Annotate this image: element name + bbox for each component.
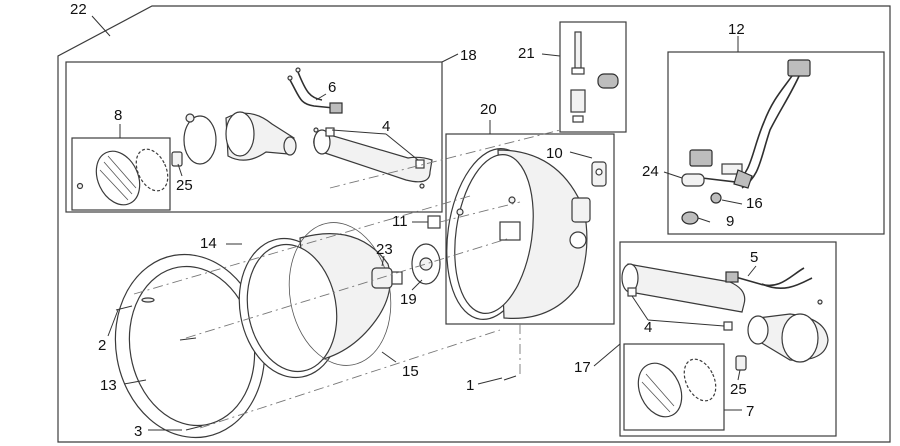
callout-1: 1 bbox=[466, 377, 474, 394]
callout-6: 6 bbox=[328, 79, 336, 96]
box-12 bbox=[667, 51, 885, 235]
chrome-ring-13 bbox=[114, 253, 266, 439]
leader-22 bbox=[91, 15, 111, 37]
leader-15 bbox=[381, 351, 397, 363]
callout-20: 20 bbox=[480, 101, 497, 118]
callout-5: 5 bbox=[750, 249, 758, 266]
callout-16: 16 bbox=[746, 195, 763, 212]
leader-17 bbox=[593, 343, 621, 367]
leader-19 bbox=[411, 279, 423, 291]
bulb-23 bbox=[371, 267, 403, 289]
assembly-frame-22 bbox=[57, 5, 891, 443]
leader-10 bbox=[569, 151, 593, 159]
callout-10: 10 bbox=[546, 145, 563, 162]
callout-25-left: 25 bbox=[176, 177, 193, 194]
leader-6 bbox=[315, 93, 327, 101]
callout-2: 2 bbox=[98, 337, 106, 354]
headlight-shell-20 bbox=[446, 148, 591, 320]
callout-4-left: 4 bbox=[382, 118, 390, 135]
callout-4-right: 4 bbox=[644, 319, 652, 336]
box-21 bbox=[559, 21, 627, 133]
callout-8: 8 bbox=[114, 107, 122, 124]
assembly-line bbox=[199, 329, 501, 429]
leader-9 bbox=[697, 217, 711, 223]
box-8 bbox=[71, 137, 171, 211]
turn-signal-housing-left bbox=[183, 111, 297, 165]
turn-signal-housing-right bbox=[747, 299, 829, 363]
lens-part-8 bbox=[76, 148, 169, 206]
wire-6 bbox=[287, 67, 343, 114]
stalk-right bbox=[621, 263, 746, 331]
leader-4a bbox=[331, 129, 387, 135]
callout-3: 3 bbox=[134, 423, 142, 440]
leader-25b bbox=[737, 369, 741, 381]
callout-18: 18 bbox=[460, 47, 477, 64]
leader-23 bbox=[381, 255, 385, 267]
harness-12 bbox=[681, 59, 811, 225]
socket-19 bbox=[411, 243, 441, 285]
leader-4a2 bbox=[385, 133, 419, 161]
callout-12: 12 bbox=[728, 21, 745, 38]
lens-part-7 bbox=[637, 355, 747, 418]
callout-7: 7 bbox=[746, 403, 754, 420]
nut-11 bbox=[427, 215, 441, 229]
assembly-line bbox=[439, 201, 521, 223]
leader-24 bbox=[663, 171, 683, 179]
callout-23: 23 bbox=[376, 241, 393, 258]
callout-21: 21 bbox=[518, 45, 535, 62]
screw-1 bbox=[503, 375, 517, 381]
leader-4b2 bbox=[647, 319, 725, 327]
assembly-line bbox=[185, 237, 511, 339]
assembly-line bbox=[133, 195, 471, 295]
leader-25a bbox=[177, 163, 183, 177]
callout-19: 19 bbox=[400, 291, 417, 308]
callout-25-right: 25 bbox=[730, 381, 747, 398]
callout-22: 22 bbox=[70, 1, 87, 18]
callout-9: 9 bbox=[726, 213, 734, 230]
reflector-14 bbox=[238, 232, 391, 379]
leader-13 bbox=[123, 379, 147, 385]
box-7 bbox=[623, 343, 725, 431]
bulb-25-left bbox=[171, 151, 183, 167]
screw-3 bbox=[185, 425, 203, 431]
callout-17: 17 bbox=[574, 359, 591, 376]
leader-21 bbox=[541, 53, 561, 57]
leader-16 bbox=[721, 199, 743, 205]
leader-5 bbox=[747, 265, 757, 277]
leader-4b bbox=[631, 295, 649, 321]
callout-13: 13 bbox=[100, 377, 117, 394]
leader-18 bbox=[441, 53, 459, 63]
callout-15: 15 bbox=[402, 363, 419, 380]
wire-5 bbox=[725, 267, 813, 289]
box-20 bbox=[445, 133, 615, 325]
leader-2 bbox=[107, 309, 119, 337]
leader-1 bbox=[477, 377, 503, 385]
bolt-10 bbox=[591, 161, 607, 187]
stalk-left bbox=[313, 127, 433, 189]
callout-24: 24 bbox=[642, 163, 659, 180]
box-18 bbox=[65, 61, 443, 213]
screw-2 bbox=[115, 305, 197, 341]
callout-11: 11 bbox=[392, 213, 408, 230]
callout-14: 14 bbox=[200, 235, 217, 252]
box-17 bbox=[619, 241, 837, 437]
mount-bolt-21 bbox=[570, 31, 619, 123]
